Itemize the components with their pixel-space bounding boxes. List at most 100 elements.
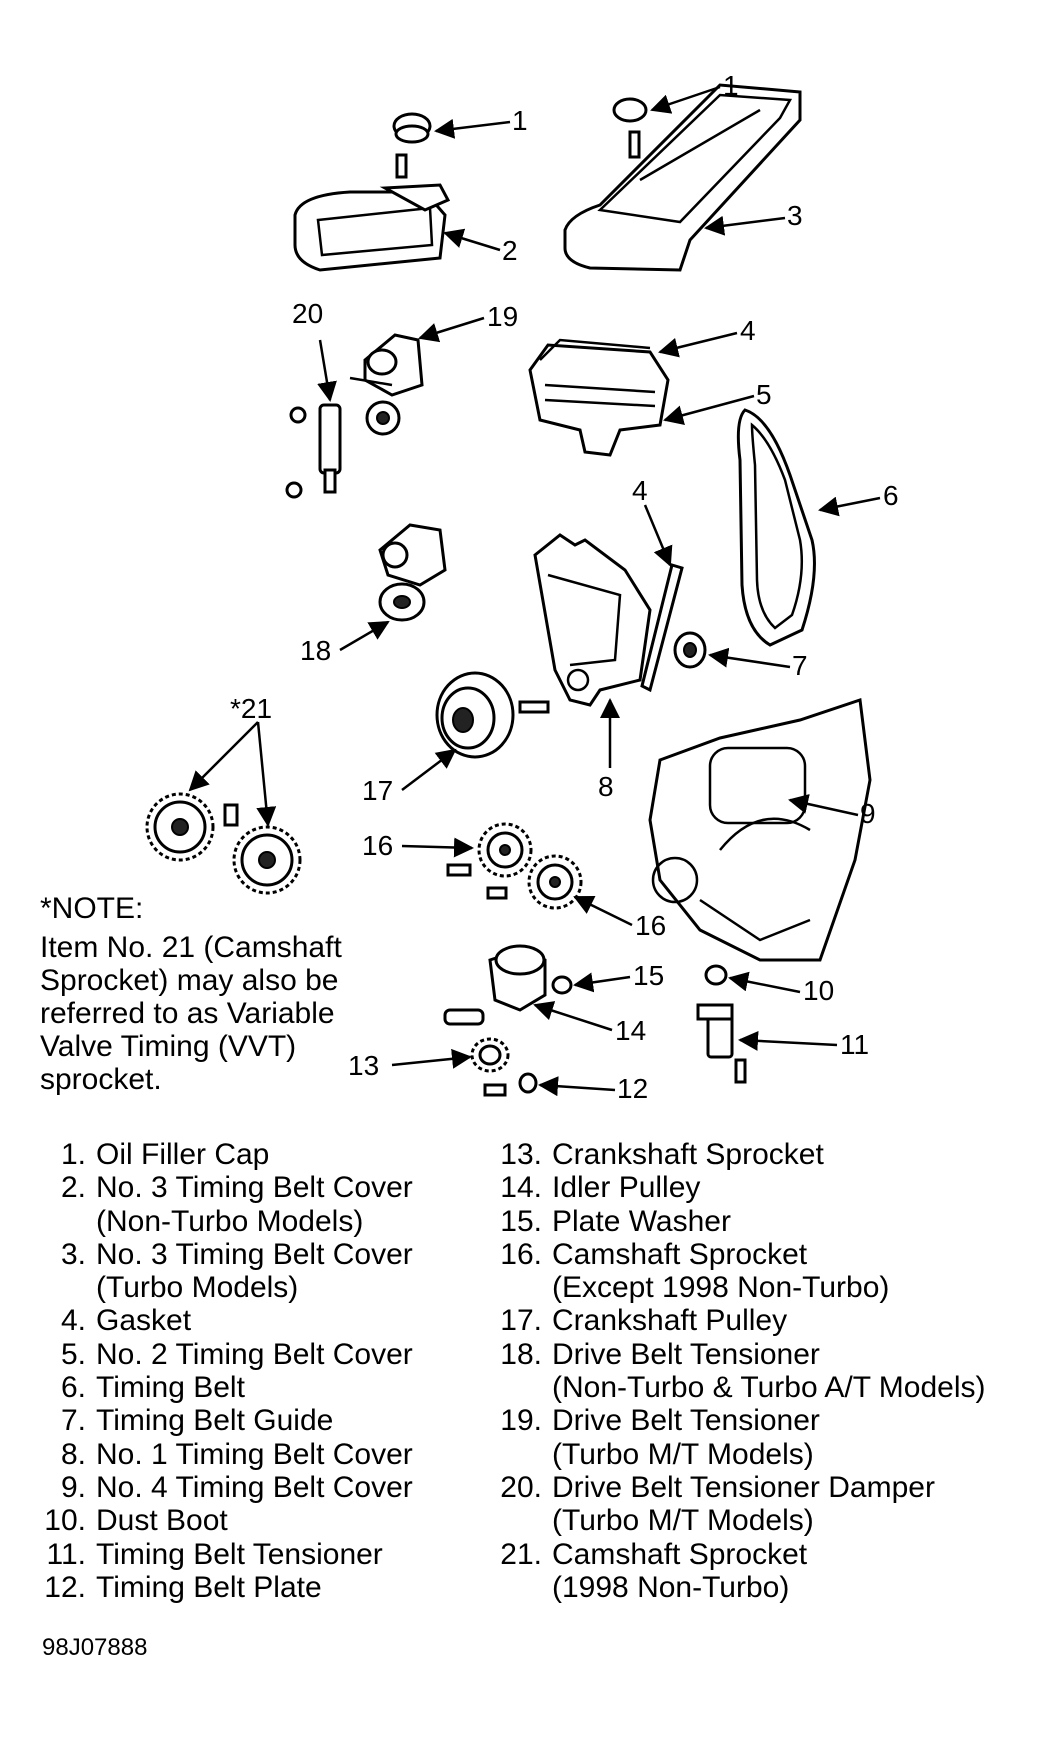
callout-1-non-turbo: 1 xyxy=(512,105,528,136)
legend-row: 2. No. 3 Timing Belt Cover xyxy=(30,1171,413,1204)
legend-row: 6. Timing Belt xyxy=(30,1371,413,1404)
legend-description: No. 3 Timing Belt Cover xyxy=(96,1171,413,1205)
legend-description: Timing Belt xyxy=(96,1371,245,1405)
legend-row: (1998 Non-Turbo) xyxy=(478,1571,986,1604)
legend-row: (Except 1998 Non-Turbo) xyxy=(478,1271,986,1304)
no2-timing-belt-cover xyxy=(528,338,670,457)
legend-description: Plate Washer xyxy=(552,1204,731,1238)
callout-9: 9 xyxy=(860,798,876,829)
callout-4-strip: 4 xyxy=(632,475,648,506)
legend-row: 15.Plate Washer xyxy=(478,1205,986,1238)
note-text: Item No. 21 (Camshaft Sprocket) may also… xyxy=(40,931,342,1096)
legend-row: 16. Camshaft Sprocket xyxy=(478,1238,986,1271)
callout-15: 15 xyxy=(633,960,664,991)
legend-row: (Turbo Models) xyxy=(30,1271,413,1304)
callout-6: 6 xyxy=(883,480,899,511)
timing-belt xyxy=(736,408,816,647)
legend-description: Oil Filler Cap xyxy=(96,1138,270,1171)
legend-number: 13. xyxy=(500,1138,542,1171)
callout-3: 3 xyxy=(787,200,803,231)
legend-row: (Non-Turbo & Turbo A/T Models) xyxy=(478,1371,986,1404)
drive-belt-tensioner-turbo-mt xyxy=(349,333,424,436)
callout-2: 2 xyxy=(502,235,518,266)
legend-row: 19.Drive Belt Tensioner xyxy=(478,1404,986,1437)
no3-timing-belt-cover-turbo xyxy=(563,83,802,272)
legend-row: (Non-Turbo Models) xyxy=(30,1205,413,1238)
legend-description: Crankshaft Sprocket xyxy=(552,1138,824,1171)
legend-number: 20. xyxy=(500,1470,542,1504)
legend-number xyxy=(478,1571,552,1604)
legend-description: Idler Pulley xyxy=(552,1171,701,1205)
callout-17: 17 xyxy=(362,775,393,806)
callout-5: 5 xyxy=(756,379,772,410)
legend-number: 21. xyxy=(500,1537,542,1571)
legend-description: Dust Boot xyxy=(96,1504,228,1538)
callout-labels: 1 1 2 3 20 19 4 5 4 6 18 7 *21 17 8 9 16… xyxy=(230,70,899,1104)
leader-lines xyxy=(188,85,881,1097)
callout-7: 7 xyxy=(792,650,808,681)
legend-number: 10. xyxy=(44,1504,86,1538)
legend-number: 8. xyxy=(60,1437,86,1471)
legend-number: 16. xyxy=(500,1237,542,1271)
gasket-strip xyxy=(640,563,684,693)
callout-19: 19 xyxy=(487,301,518,332)
callout-4-gasket: 4 xyxy=(740,315,756,346)
callout-14: 14 xyxy=(615,1015,646,1046)
legend-row: 17.Crankshaft Pulley xyxy=(478,1304,986,1337)
legend-number: 2. xyxy=(60,1171,86,1205)
oil-filler-cap-non-turbo xyxy=(392,112,432,179)
callout-13: 13 xyxy=(348,1050,379,1081)
legend-description: Timing Belt Tensioner xyxy=(96,1537,383,1571)
legend-description: No. 3 Timing Belt Cover xyxy=(96,1237,413,1271)
timing-belt-guide xyxy=(673,631,707,669)
idler-pulley xyxy=(443,944,573,1026)
callout-18: 18 xyxy=(300,635,331,666)
legend-row: 8. No. 1 Timing Belt Cover xyxy=(30,1438,413,1471)
legend-row: 21. Camshaft Sprocket xyxy=(478,1538,986,1571)
callout-20: 20 xyxy=(292,298,323,329)
legend-number: 7. xyxy=(60,1404,86,1438)
callout-16-a: 16 xyxy=(362,830,393,861)
legend-description: Camshaft Sprocket xyxy=(552,1537,808,1571)
legend-number: 6. xyxy=(60,1371,86,1405)
legend-number xyxy=(478,1438,552,1471)
camshaft-sprocket xyxy=(446,822,583,910)
legend-row: 3. No. 3 Timing Belt Cover xyxy=(30,1238,413,1271)
timing-belt-tensioner xyxy=(696,964,747,1084)
legend-number: 11. xyxy=(46,1537,86,1571)
legend-row: 5.No. 2 Timing Belt Cover xyxy=(30,1338,413,1371)
legend-row: 10. Dust Boot xyxy=(30,1504,413,1537)
legend-row: 18. Drive Belt Tensioner xyxy=(478,1338,986,1371)
legend-description: No. 4 Timing Belt Cover xyxy=(96,1470,413,1504)
legend-row: (Turbo M/T Models) xyxy=(478,1438,986,1471)
legend-description: (Turbo M/T Models) xyxy=(552,1504,814,1538)
legend-row: 12. Timing Belt Plate xyxy=(30,1571,413,1604)
legend-number: 18. xyxy=(500,1337,542,1371)
crankshaft-pulley xyxy=(435,671,550,759)
legend-description: (Turbo Models) xyxy=(96,1271,299,1305)
legend-description: (Turbo M/T Models) xyxy=(552,1437,814,1471)
legend-description: Timing Belt Plate xyxy=(96,1570,322,1604)
legend-number xyxy=(478,1371,552,1404)
legend-number: 3. xyxy=(60,1237,86,1271)
legend-number: 4. xyxy=(60,1304,86,1338)
legend-description: No. 1 Timing Belt Cover xyxy=(96,1437,413,1471)
legend-description: Drive Belt Tensioner xyxy=(552,1337,820,1371)
legend-number: 17. xyxy=(500,1304,542,1338)
note-heading: *NOTE: xyxy=(40,892,144,925)
no4-timing-belt-cover-engine xyxy=(648,697,872,962)
legend-description: Camshaft Sprocket xyxy=(552,1237,808,1271)
legend-number: 1. xyxy=(60,1138,86,1171)
oil-filler-cap-turbo xyxy=(612,97,648,159)
legend-row: 9.No. 4 Timing Belt Cover xyxy=(30,1471,413,1504)
legend-number: 12. xyxy=(44,1570,86,1604)
legend-number xyxy=(478,1271,552,1304)
legend-row: 7.Timing Belt Guide xyxy=(30,1404,413,1437)
legend-description: Drive Belt Tensioner Damper xyxy=(552,1470,935,1504)
no3-timing-belt-cover-non-turbo xyxy=(293,183,451,272)
legend-description: (Non-Turbo & Turbo A/T Models) xyxy=(552,1371,986,1405)
legend-row: 4.Gasket xyxy=(30,1304,413,1337)
callout-12: 12 xyxy=(617,1073,648,1104)
legend-number: 19. xyxy=(500,1404,542,1438)
legend-description: (Except 1998 Non-Turbo) xyxy=(552,1271,890,1305)
